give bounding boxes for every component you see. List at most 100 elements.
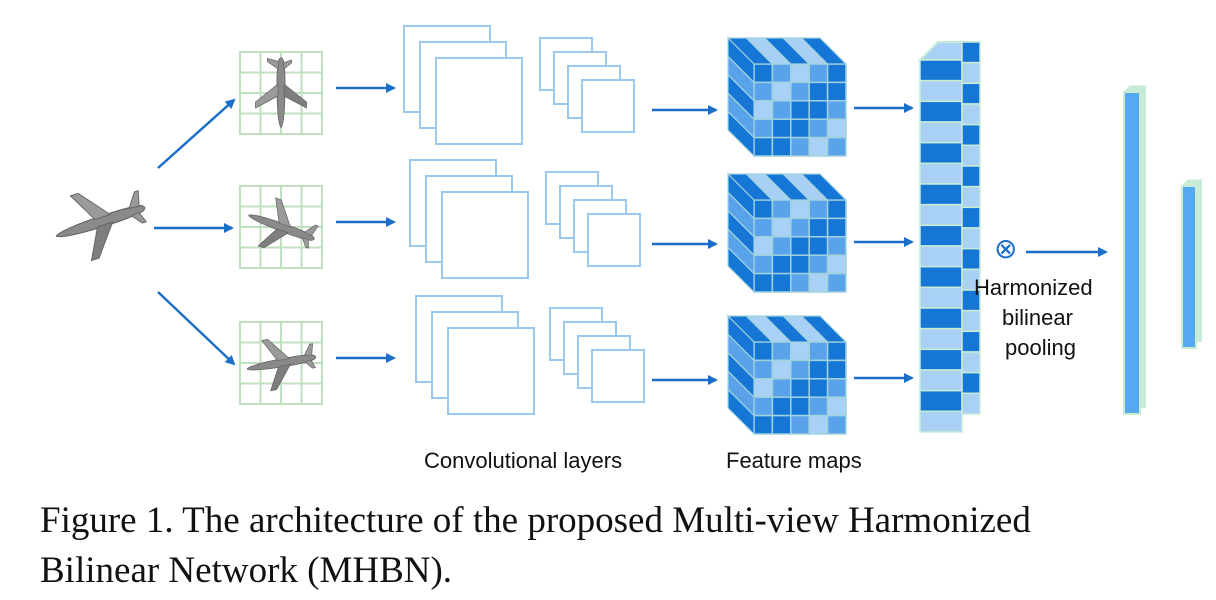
column-side-cell bbox=[961, 309, 981, 333]
wing bbox=[261, 339, 291, 361]
airplane-glyph bbox=[255, 57, 307, 129]
conv-layers-label: Convolutional layers bbox=[424, 448, 623, 473]
column-side-cell bbox=[961, 123, 981, 147]
feature-cell bbox=[753, 100, 774, 120]
pooling-label-line3: pooling bbox=[1005, 335, 1076, 360]
feature-cell bbox=[808, 414, 829, 435]
column-cell bbox=[919, 265, 963, 289]
column-side-cell bbox=[961, 61, 981, 85]
feature-cell bbox=[753, 236, 774, 256]
feature-cell bbox=[808, 63, 829, 84]
feature-cell bbox=[808, 396, 829, 417]
feature-cell bbox=[808, 359, 829, 380]
column-cell bbox=[919, 410, 963, 433]
column-side-cell bbox=[961, 185, 981, 209]
feature-cell bbox=[753, 272, 774, 293]
feature-cell bbox=[790, 136, 810, 157]
column-side-cell bbox=[961, 103, 981, 126]
feature-cell bbox=[790, 236, 810, 256]
conv-layer-plate bbox=[441, 191, 529, 279]
feature-cell bbox=[808, 81, 829, 102]
feature-cell bbox=[826, 359, 847, 380]
column-side-cell bbox=[961, 392, 981, 415]
feature-cell bbox=[753, 378, 774, 398]
feature-cell bbox=[808, 378, 829, 398]
feature-side bbox=[727, 388, 755, 436]
column-cell bbox=[919, 224, 963, 247]
feature-cube-2 bbox=[726, 172, 848, 294]
column-cell bbox=[919, 79, 963, 103]
column-cell bbox=[919, 369, 963, 392]
feature-cell bbox=[790, 378, 810, 398]
fuselage bbox=[248, 214, 315, 241]
feature-cell bbox=[826, 414, 847, 435]
bar-side bbox=[1140, 86, 1146, 408]
column-side-cell bbox=[961, 165, 981, 188]
tail bbox=[130, 211, 148, 224]
feature-cell bbox=[790, 396, 810, 417]
conv-layer-plate bbox=[591, 349, 645, 403]
fuselage bbox=[246, 354, 317, 371]
wing bbox=[255, 83, 279, 109]
view-grid-1 bbox=[239, 51, 323, 135]
feature-cell bbox=[790, 359, 810, 380]
airplane-glyph bbox=[246, 339, 317, 392]
feature-cell bbox=[808, 118, 829, 139]
arrows-layer bbox=[154, 83, 1108, 385]
feature-cell bbox=[753, 63, 774, 84]
feature-cell bbox=[826, 136, 847, 157]
feature-cell bbox=[771, 272, 792, 293]
feature-cell bbox=[826, 217, 847, 238]
shapes-layer bbox=[55, 25, 1204, 436]
feature-maps-label: Feature maps bbox=[726, 448, 862, 473]
tail bbox=[304, 359, 316, 369]
column-cell bbox=[919, 327, 963, 351]
feature-cell bbox=[753, 341, 774, 362]
pooling-label-line1: Harmonized bbox=[974, 275, 1093, 300]
feature-cell bbox=[753, 199, 774, 220]
arrow-input-view1 bbox=[157, 98, 236, 169]
tail bbox=[303, 343, 314, 357]
tail bbox=[282, 59, 292, 70]
feature-cell bbox=[771, 63, 792, 84]
column-cell bbox=[919, 141, 963, 165]
feature-cell bbox=[771, 254, 792, 275]
column-side-cell bbox=[961, 41, 981, 64]
wing bbox=[275, 197, 292, 228]
feature-cell bbox=[790, 217, 810, 238]
column-cell bbox=[919, 286, 963, 309]
feature-side bbox=[727, 110, 755, 158]
figure-caption: Figure 1. The architecture of the propos… bbox=[40, 496, 1200, 596]
feature-cell bbox=[826, 254, 847, 275]
feature-cell bbox=[826, 118, 847, 139]
feature-top bbox=[800, 37, 848, 65]
feature-top bbox=[800, 315, 848, 343]
feature-cell bbox=[826, 396, 847, 417]
feature-cell bbox=[753, 414, 774, 435]
feature-cell bbox=[826, 81, 847, 102]
feature-cell bbox=[771, 136, 792, 157]
concat-feature-column bbox=[917, 41, 983, 433]
column-cell bbox=[919, 203, 963, 227]
column-cell bbox=[919, 121, 963, 144]
feature-cell bbox=[790, 272, 810, 293]
wing bbox=[283, 83, 307, 109]
feature-cell bbox=[826, 63, 847, 84]
column-cell bbox=[919, 183, 963, 206]
feature-cell bbox=[771, 414, 792, 435]
feature-cell bbox=[826, 236, 847, 256]
bar-front bbox=[1123, 91, 1141, 415]
tail bbox=[301, 237, 309, 249]
column-side-cell bbox=[961, 351, 981, 374]
feature-cell bbox=[771, 236, 792, 256]
feature-cell bbox=[753, 359, 774, 380]
conv-stack-b-1 bbox=[539, 37, 635, 133]
conv-layer-plate bbox=[447, 327, 535, 415]
feature-cell bbox=[808, 199, 829, 220]
conv-layer-plate bbox=[581, 79, 635, 133]
feature-cell bbox=[753, 217, 774, 238]
tail bbox=[303, 224, 319, 237]
feature-cube-1 bbox=[726, 36, 848, 158]
wing bbox=[257, 228, 290, 249]
